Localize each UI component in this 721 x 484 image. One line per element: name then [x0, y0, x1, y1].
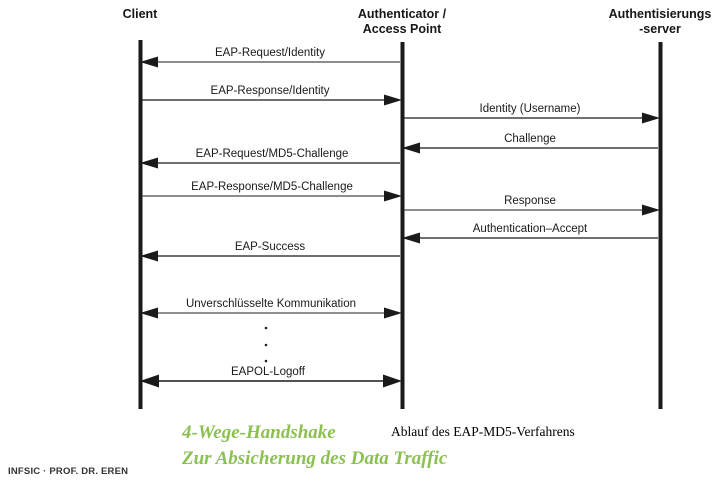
message-label: EAP-Response/MD5-Challenge — [191, 181, 353, 193]
arrowhead-left — [140, 250, 158, 262]
message-label: EAP-Response/Identity — [211, 85, 330, 97]
arrowhead-right — [384, 94, 402, 106]
message-label: EAP-Request/Identity — [215, 47, 325, 59]
actor-label-authenticator-line2: Access Point — [363, 22, 442, 36]
actor-label-auth-server-line1: Authentisierungs — [609, 7, 712, 21]
arrowhead-left — [140, 374, 159, 388]
message-eap-success: EAP-Success — [140, 241, 400, 262]
actor-label-auth-server-line2: -server — [639, 22, 681, 36]
message-label: Response — [504, 195, 556, 207]
message-label: Authentication–Accept — [473, 223, 588, 235]
message-label: EAPOL-Logoff — [231, 366, 306, 378]
message-eapol-logoff: EAPOL-Logoff — [140, 366, 402, 388]
arrowhead-right — [383, 374, 402, 388]
message-unverschluesselte-kommunikation: Unverschlüsselte Kommunikation — [140, 298, 402, 319]
actor-label-client: Client — [123, 7, 159, 21]
arrowhead-right — [642, 204, 660, 216]
message-label: Unverschlüsselte Kommunikation — [186, 298, 356, 310]
message-identity-username: Identity (Username) — [404, 103, 660, 124]
actor-headers: Client Authenticator / Access Point Auth… — [123, 7, 712, 36]
caption-green-line2: Zur Absicherung des Data Traffic — [181, 448, 448, 469]
footer: INFSIC · PROF. DR. EREN — [8, 466, 128, 477]
ellipsis-dot-1 — [264, 326, 268, 330]
actor-label-authenticator-line1: Authenticator / — [358, 7, 447, 21]
arrowhead-left — [402, 142, 420, 154]
message-eap-request-md5-challenge: EAP-Request/MD5-Challenge — [140, 148, 400, 169]
message-label: Challenge — [504, 133, 556, 145]
arrowhead-right — [642, 112, 660, 124]
arrowhead-left — [140, 157, 158, 169]
message-label: EAP-Request/MD5-Challenge — [196, 148, 349, 160]
message-label: EAP-Success — [235, 241, 306, 253]
message-eap-response-identity: EAP-Response/Identity — [142, 85, 402, 106]
arrowhead-right — [384, 190, 402, 202]
ellipsis-dots — [264, 326, 268, 363]
arrowhead-left — [140, 56, 158, 68]
footer-label: INFSIC · PROF. DR. EREN — [8, 466, 128, 477]
message-eap-response-md5-challenge: EAP-Response/MD5-Challenge — [142, 181, 402, 202]
lifelines — [138, 40, 663, 409]
caption-diagram-title: Ablauf des EAP-MD5-Verfahrens — [391, 424, 575, 439]
message-eap-request-identity: EAP-Request/Identity — [140, 47, 400, 68]
message-response: Response — [404, 195, 660, 216]
arrowhead-left — [140, 307, 158, 319]
message-label: Identity (Username) — [480, 103, 581, 115]
ellipsis-dot-2 — [264, 343, 268, 347]
message-challenge: Challenge — [402, 133, 658, 154]
arrowhead-right — [384, 307, 402, 319]
caption-green-line1: 4-Wege-Handshake — [181, 422, 336, 443]
message-authentication-accept: Authentication–Accept — [402, 223, 658, 244]
ellipsis-dot-3 — [264, 359, 268, 363]
captions: 4-Wege-Handshake Zur Absicherung des Dat… — [181, 422, 575, 469]
arrowhead-left — [402, 232, 420, 244]
